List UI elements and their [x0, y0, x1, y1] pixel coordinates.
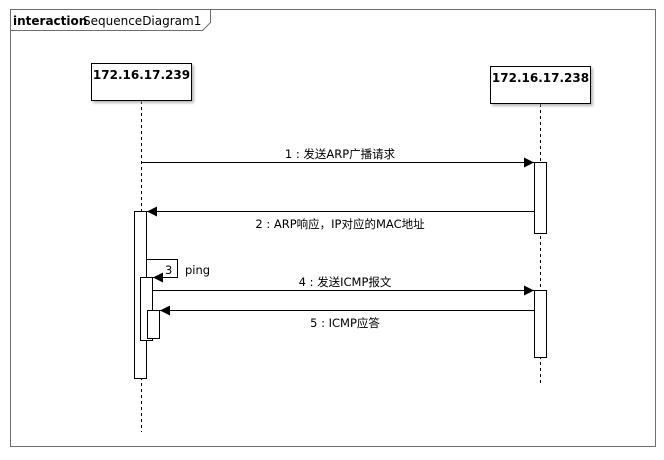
message-3-arrow [146, 259, 178, 283]
lifeline-right-label: 172.16.17.238 [492, 71, 589, 85]
lifeline-right-head[interactable] [490, 66, 591, 104]
message-2-label: 2 : ARP响应，IP对应的MAC地址 [255, 217, 425, 231]
lifeline-left[interactable]: 172.16.17.239 [91, 63, 192, 433]
message-4[interactable]: 4 : 发送ICMP报文 [152, 275, 535, 296]
message-3[interactable]: 3 ping [146, 259, 211, 283]
lifeline-left-label: 172.16.17.239 [93, 68, 190, 82]
lifeline-right[interactable]: 172.16.17.238 [490, 66, 591, 387]
activation-right-1[interactable] [534, 162, 547, 234]
message-3-label: ping [185, 263, 210, 277]
activation-left-reply[interactable] [147, 310, 160, 339]
message-2[interactable]: 2 : ARP响应，IP对应的MAC地址 [147, 206, 534, 232]
message-5[interactable]: 5 : ICMP应答 [160, 305, 534, 331]
lifeline-left-head[interactable] [91, 63, 192, 101]
activation-right-2[interactable] [534, 290, 547, 358]
message-5-label: 5 : ICMP应答 [310, 316, 380, 330]
message-1-label: 1 : 发送ARP广播请求 [285, 147, 396, 161]
message-4-label: 4 : 发送ICMP报文 [299, 275, 392, 289]
interaction-frame: interaction SequenceDiagram1 [10, 9, 656, 447]
message-3-number: 3 [165, 263, 172, 277]
frame-keyword: interaction [13, 14, 87, 28]
message-1[interactable]: 1 : 发送ARP广播请求 [141, 147, 535, 168]
frame-name: SequenceDiagram1 [83, 14, 201, 28]
